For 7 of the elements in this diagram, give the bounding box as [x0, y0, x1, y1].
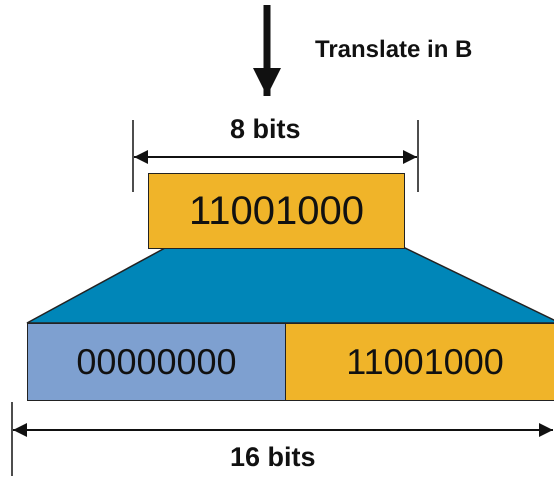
bit-box: 11001000: [285, 323, 554, 401]
dimension-label: 8 bits: [230, 114, 301, 145]
dimension-label: 16 bits: [230, 442, 316, 473]
translate-caption: Translate in B: [315, 36, 472, 64]
bit-box: 00000000: [27, 323, 286, 401]
trapezoid-shape: [26, 247, 554, 324]
bit-box: 11001000: [148, 173, 405, 249]
